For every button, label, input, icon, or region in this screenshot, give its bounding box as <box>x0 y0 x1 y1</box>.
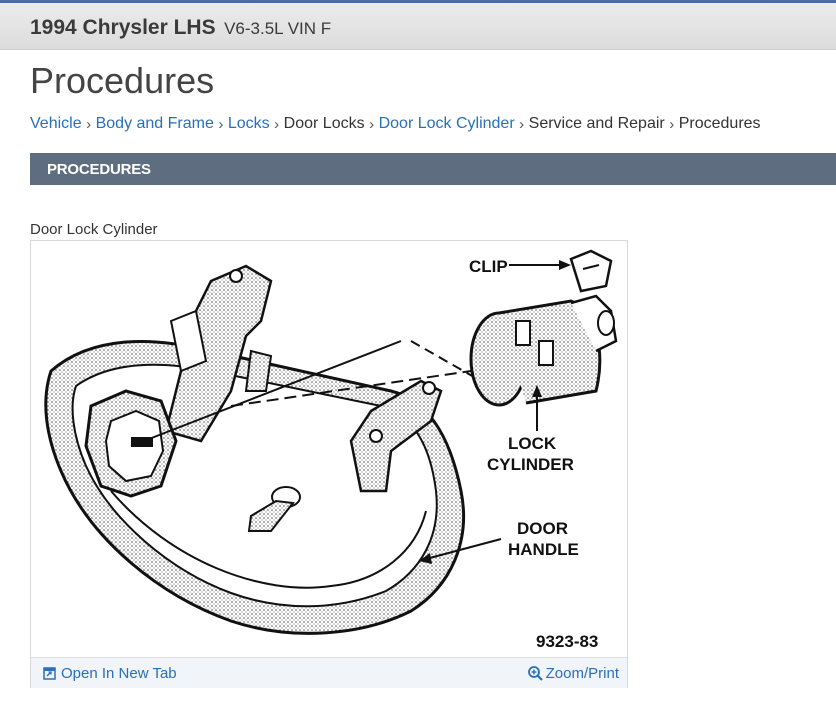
door-lock-diagram[interactable]: CLIP LOCK CYLINDER DOOR HANDLE 9323-83 <box>31 241 627 657</box>
zoom-print-label: Zoom/Print <box>545 665 619 682</box>
open-in-new-tab-label: Open In New Tab <box>61 665 177 682</box>
open-in-new-tab-link[interactable]: Open In New Tab <box>43 665 177 682</box>
breadcrumb: Vehicle › Body and Frame › Locks › Door … <box>30 115 761 133</box>
figure-code: 9323-83 <box>536 632 598 651</box>
vehicle-name: 1994 Chrysler LHS <box>30 16 216 39</box>
breadcrumb-locks[interactable]: Locks <box>227 115 270 132</box>
breadcrumb-door-locks: Door Locks <box>283 115 365 132</box>
page-title: Procedures <box>30 60 215 101</box>
figure-caption: Door Lock Cylinder <box>30 221 158 238</box>
breadcrumb-door-lock-cylinder[interactable]: Door Lock Cylinder <box>378 115 515 132</box>
label-door: DOOR <box>517 519 568 538</box>
figure-container: CLIP LOCK CYLINDER DOOR HANDLE 9323-83 O… <box>30 240 628 688</box>
figure-footer: Open In New Tab Zoom/Print <box>31 657 627 688</box>
chevron-right-icon: › <box>274 115 280 133</box>
chevron-right-icon: › <box>369 115 375 133</box>
breadcrumb-vehicle[interactable]: Vehicle <box>30 115 82 132</box>
magnifier-plus-icon <box>527 666 543 681</box>
vehicle-header: 1994 Chrysler LHS V6-3.5L VIN F <box>0 3 836 50</box>
zoom-print-link[interactable]: Zoom/Print <box>527 665 619 682</box>
chevron-right-icon: › <box>86 115 92 133</box>
chevron-right-icon: › <box>669 115 675 133</box>
top-accent-line <box>0 0 836 3</box>
section-header: PROCEDURES <box>30 153 836 185</box>
label-lock: LOCK <box>508 434 557 453</box>
label-handle: HANDLE <box>508 540 579 559</box>
breadcrumb-body-and-frame[interactable]: Body and Frame <box>95 115 214 132</box>
chevron-right-icon: › <box>519 115 525 133</box>
chevron-right-icon: › <box>218 115 224 133</box>
external-window-icon <box>43 667 56 680</box>
section-header-label: PROCEDURES <box>47 161 151 178</box>
vehicle-title: 1994 Chrysler LHS V6-3.5L VIN F <box>30 16 331 40</box>
lock-cylinder <box>469 249 618 407</box>
breadcrumb-procedures: Procedures <box>678 115 761 132</box>
label-clip: CLIP <box>469 257 508 276</box>
breadcrumb-service-and-repair: Service and Repair <box>528 115 665 132</box>
vehicle-engine: V6-3.5L VIN F <box>224 19 332 38</box>
label-cylinder: CYLINDER <box>487 455 574 474</box>
